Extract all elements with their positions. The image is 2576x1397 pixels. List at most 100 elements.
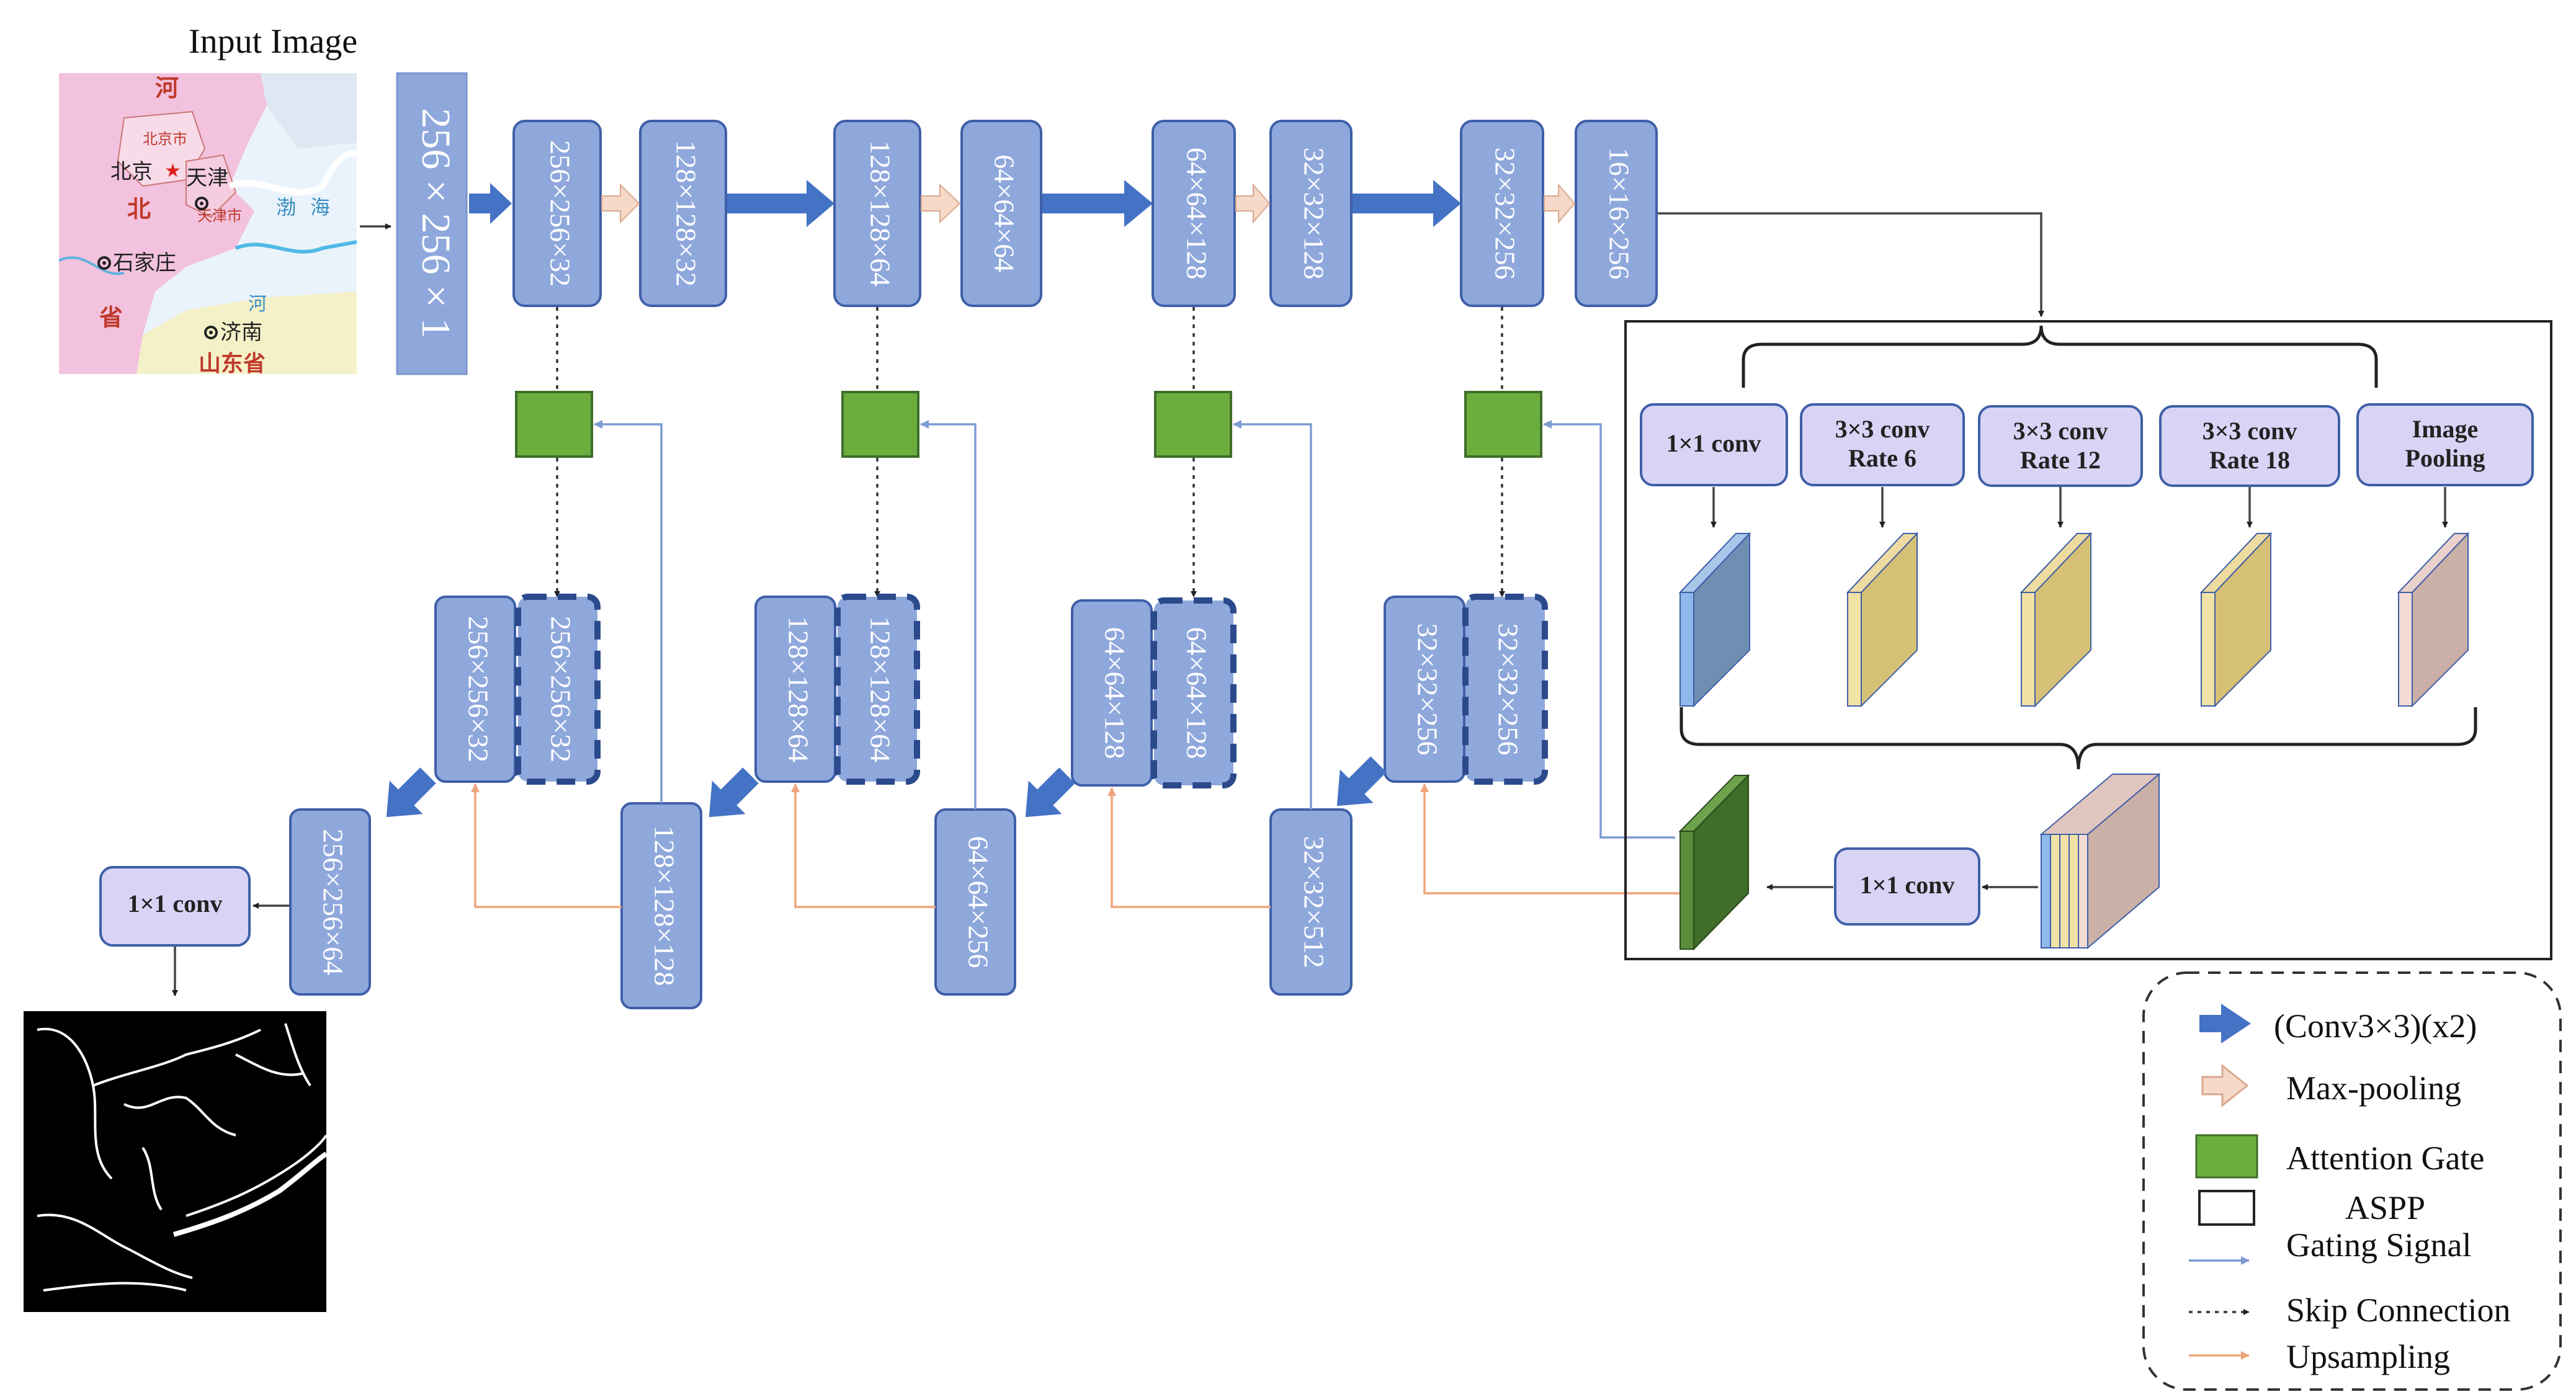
decoder-lower-block: 64×64×256 xyxy=(934,808,1016,996)
decoder-lower-label: 256×256×64 xyxy=(317,829,349,975)
decoder-pair: 256×256×32 256×256×32 xyxy=(434,594,601,785)
map-label: 北京市 xyxy=(143,130,187,148)
feature-map-blue xyxy=(1678,532,1751,708)
legend-label: Max-pooling xyxy=(2286,1069,2461,1107)
decoder: 256×256×32 256×256×32 128×128×64 128×128… xyxy=(289,594,1548,1009)
attention-output-label: 128×128×64 xyxy=(864,616,896,762)
input-shape-box xyxy=(396,72,468,375)
attention-output-label: 32×32×256 xyxy=(1492,623,1524,756)
feature-map-pink xyxy=(2397,532,2470,708)
pool-arrows xyxy=(601,183,1576,224)
legend-frame xyxy=(2142,971,2562,1391)
encoder-label: 32×32×256 xyxy=(1489,148,1521,280)
encoder-block: 256×256×32 xyxy=(512,120,602,307)
aspp-branch-line1: 3×3 conv xyxy=(1835,415,1930,443)
decoder-conv-arrows xyxy=(386,756,1387,818)
aspp-module-frame xyxy=(1624,320,2552,960)
aspp-branch-line1: Image xyxy=(2412,415,2479,443)
map-label: 渤 xyxy=(276,195,296,219)
conv-arrow-icon xyxy=(709,767,759,818)
map-label: 济南 xyxy=(220,320,262,345)
legend-label: ASPP xyxy=(2345,1189,2425,1226)
aspp-feature-maps xyxy=(1678,532,2470,708)
conv-arrows xyxy=(469,180,1461,227)
map-label: 石家庄 xyxy=(113,251,176,275)
decoder-lower-label: 128×128×128 xyxy=(648,826,680,986)
encoder-block: 64×64×128 xyxy=(1152,120,1236,307)
decoder-label: 128×128×64 xyxy=(782,616,814,762)
decoder-label: 64×64×128 xyxy=(1099,627,1130,759)
conv-arrow-icon xyxy=(386,767,436,818)
feature-map-yellow xyxy=(1846,532,1919,708)
conv-arrow-icon xyxy=(1336,756,1387,806)
pool-arrow-icon xyxy=(921,183,961,224)
gating-signals xyxy=(594,420,1675,839)
attention-output-label: 64×64×128 xyxy=(1181,627,1212,759)
aspp-branch-arrows xyxy=(1711,487,2448,528)
pool-arrow-icon xyxy=(601,183,640,224)
decoder-lower-label: 32×32×512 xyxy=(1298,836,1330,968)
conv-arrow-icon xyxy=(1353,180,1461,227)
attention-gate xyxy=(515,391,593,458)
attention-gate xyxy=(841,391,919,458)
aspp-concat-brace xyxy=(1679,707,2477,770)
pool-arrow-icon xyxy=(1235,183,1271,224)
legend-label: (Conv3×3)(x2) xyxy=(2274,1007,2477,1045)
feature-map-yellow xyxy=(2019,532,2093,708)
conv-arrow-icon xyxy=(1042,180,1153,227)
svg-text:★: ★ xyxy=(164,160,181,182)
map-label: 河 xyxy=(155,74,179,102)
aspp-branches: 1×1 conv 3×3 conv Rate 6 3×3 conv Rate 1… xyxy=(1640,403,2534,487)
encoder: 256×256×32 128×128×32 128×128×64 64×64×6… xyxy=(512,120,1658,307)
encoder-block: 64×64×64 xyxy=(960,120,1042,307)
map-label: 北 xyxy=(127,195,151,223)
white-square-icon xyxy=(2198,1190,2255,1226)
aspp-brace xyxy=(1742,325,2378,388)
attention-gate xyxy=(1154,391,1232,458)
decoder-pair: 64×64×128 64×64×128 xyxy=(1071,597,1237,788)
aspp-branch-line1: 3×3 conv xyxy=(2203,417,2297,445)
input-map-image xyxy=(59,73,357,374)
pink-arrow-icon xyxy=(2201,1063,2249,1108)
encoder-block: 16×16×256 xyxy=(1575,120,1658,307)
map-label: 北京 xyxy=(110,159,153,184)
encoder-label: 64×64×64 xyxy=(988,154,1020,272)
encoder-label: 16×16×256 xyxy=(1603,148,1635,280)
blue-arrow-icon xyxy=(2199,1004,2251,1043)
pool-arrow-icon xyxy=(1544,183,1576,224)
decoder-lower-block: 128×128×128 xyxy=(620,802,702,1009)
encoder-label: 256×256×32 xyxy=(544,140,576,287)
map-label: 海 xyxy=(310,195,330,219)
aspp-branch: 3×3 conv Rate 6 xyxy=(1800,403,1965,486)
encoder-label: 32×32×128 xyxy=(1298,148,1330,280)
encoder-block: 32×32×128 xyxy=(1269,120,1353,307)
aspp-fuse-conv-box xyxy=(1834,847,1980,926)
aspp-branch: 3×3 conv Rate 12 xyxy=(1978,405,2143,487)
map-label: 天津市 xyxy=(197,207,242,225)
decoder-label: 32×32×256 xyxy=(1411,623,1443,756)
aspp-branch-line2: Pooling xyxy=(2405,444,2485,472)
aspp-concat-stack xyxy=(2039,772,2161,950)
decoder-lower-block: 256×256×64 xyxy=(289,808,371,996)
encoder-label: 128×128×64 xyxy=(864,140,896,287)
decoder-label: 256×256×32 xyxy=(462,616,494,762)
aspp-branch: 3×3 conv Rate 18 xyxy=(2159,405,2340,487)
encoder-label: 128×128×32 xyxy=(670,140,702,287)
input-image-title: Input Image xyxy=(189,22,357,61)
decoder-lower-block: 32×32×512 xyxy=(1269,808,1353,996)
conv-arrow-icon xyxy=(1025,767,1075,818)
upsampling-lines xyxy=(471,783,1700,908)
decoder-lower-label: 64×64×256 xyxy=(962,836,994,968)
decoder-pair: 32×32×256 32×32×256 xyxy=(1384,594,1548,785)
encoder-block: 128×128×32 xyxy=(639,120,727,307)
legend-label: Skip Connection xyxy=(2286,1292,2511,1329)
skip-connections xyxy=(554,307,1505,597)
attention-gate xyxy=(1464,391,1542,458)
legend-label: Upsampling xyxy=(2286,1338,2450,1375)
aspp-branch-line1: 3×3 conv xyxy=(2013,417,2108,445)
output-conv-box xyxy=(99,866,251,947)
decoder-pair: 128×128×64 128×128×64 xyxy=(754,594,920,785)
aspp-branch: 1×1 conv xyxy=(1640,403,1788,486)
aspp-branch: Image Pooling xyxy=(2356,403,2534,486)
